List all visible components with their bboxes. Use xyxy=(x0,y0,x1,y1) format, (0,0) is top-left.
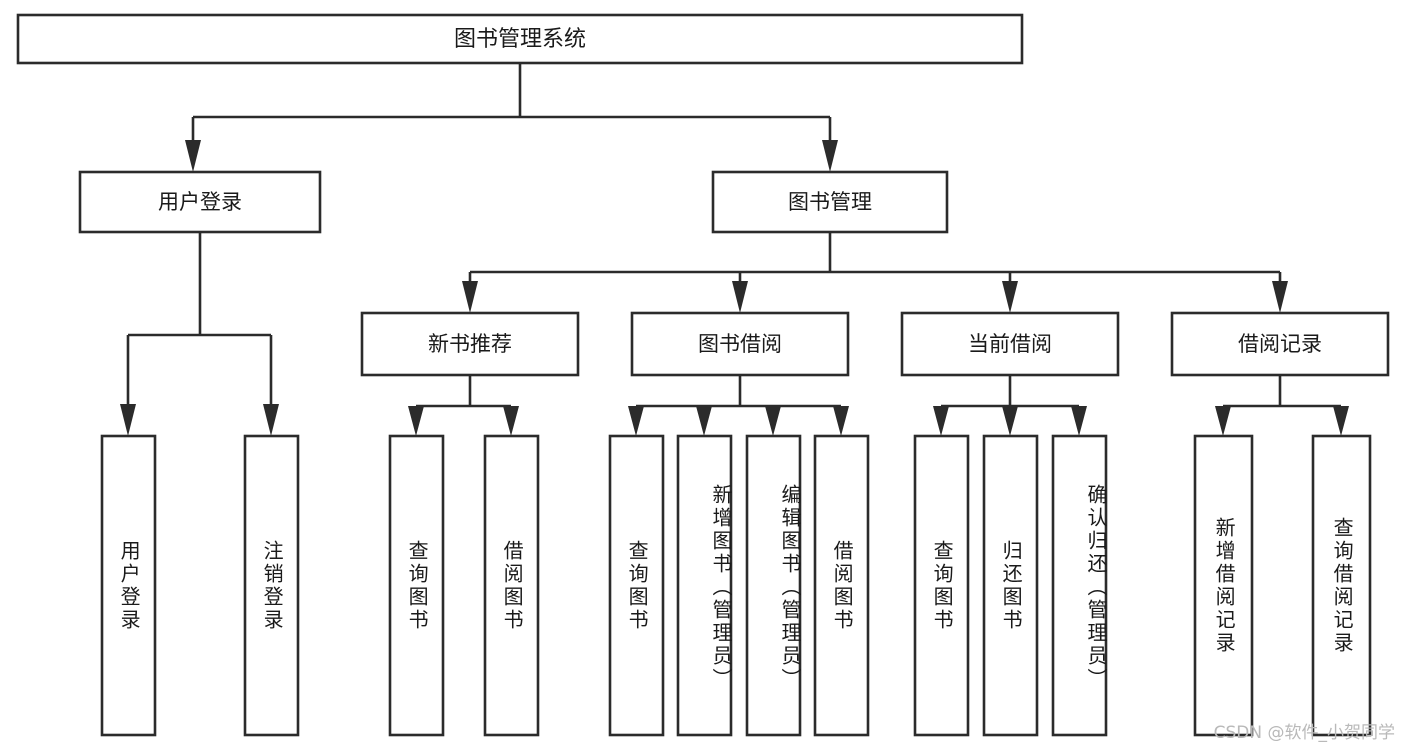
arrow-head-book-borrow xyxy=(732,281,748,313)
arrow-head-leaf-query-book-1 xyxy=(408,406,424,436)
arrow-head-leaf-query-record xyxy=(1333,406,1349,436)
arrow-head-current-borrow xyxy=(1002,281,1018,313)
node-current-borrow-box[interactable] xyxy=(900,311,1120,377)
node-new-book-recommend-box[interactable] xyxy=(360,311,580,377)
watermark-text: CSDN @软件_小贺同学 xyxy=(1213,723,1395,743)
node-user-login-box[interactable] xyxy=(78,170,322,234)
node-book-management-label: 图书管理 xyxy=(788,190,872,214)
node-user-login[interactable]: 用户登录 xyxy=(78,170,322,234)
node-borrow-record-label: 借阅记录 xyxy=(1238,332,1322,356)
node-root-box[interactable] xyxy=(16,13,1024,65)
leaf-boxes-layer xyxy=(100,434,1372,737)
node-book-borrow-box[interactable] xyxy=(630,311,850,377)
node-root[interactable]: 图书管理系统 xyxy=(16,13,1024,65)
arrow-head-borrow-record xyxy=(1272,281,1288,313)
arrow-head-new-book-recommend xyxy=(462,281,478,313)
arrow-head-leaf-add-record xyxy=(1215,406,1231,436)
arrow-head-leaf-query-book-3 xyxy=(933,406,949,436)
node-book-borrow[interactable]: 图书借阅 xyxy=(630,311,850,377)
arrow-head-user-login xyxy=(185,140,201,172)
node-book-borrow-label: 图书借阅 xyxy=(698,332,782,356)
arrow-head-leaf-edit-book xyxy=(765,406,781,436)
node-borrow-record[interactable]: 借阅记录 xyxy=(1170,311,1390,377)
arrow-head-leaf-query-book-2 xyxy=(628,406,644,436)
node-leaf-confirm-return-box[interactable] xyxy=(1051,434,1108,737)
arrow-head-leaf-add-book xyxy=(696,406,712,436)
arrow-head-leaf-user-logout xyxy=(263,404,279,436)
arrow-head-leaf-borrow-book-2 xyxy=(833,406,849,436)
arrow-head-book-management xyxy=(822,140,838,172)
node-root-label: 图书管理系统 xyxy=(454,27,586,52)
arrow-head-leaf-return-book xyxy=(1002,406,1018,436)
node-leaf-borrow-book-1-box[interactable] xyxy=(483,434,540,737)
node-leaf-query-book-2-box[interactable] xyxy=(608,434,665,737)
connectors-layer xyxy=(120,63,1349,436)
node-leaf-query-record-box[interactable] xyxy=(1311,434,1372,737)
node-leaf-user-logout-box[interactable] xyxy=(243,434,300,737)
node-leaf-add-book-box[interactable] xyxy=(676,434,733,737)
arrow-head-leaf-confirm-return xyxy=(1071,406,1087,436)
node-leaf-edit-book-box[interactable] xyxy=(745,434,802,737)
node-book-management-box[interactable] xyxy=(711,170,949,234)
node-current-borrow-label: 当前借阅 xyxy=(968,332,1052,356)
node-current-borrow[interactable]: 当前借阅 xyxy=(900,311,1120,377)
node-leaf-query-book-1-box[interactable] xyxy=(388,434,445,737)
arrow-head-leaf-user-login xyxy=(120,404,136,436)
arrow-head-leaf-borrow-book-1 xyxy=(503,406,519,436)
node-new-book-recommend-label: 新书推荐 xyxy=(428,332,512,356)
node-user-login-label: 用户登录 xyxy=(158,190,242,214)
node-borrow-record-box[interactable] xyxy=(1170,311,1390,377)
node-book-management[interactable]: 图书管理 xyxy=(711,170,949,234)
node-leaf-return-book-box[interactable] xyxy=(982,434,1039,737)
node-leaf-user-login-box[interactable] xyxy=(100,434,157,737)
node-leaf-borrow-book-2-box[interactable] xyxy=(813,434,870,737)
node-leaf-add-record-box[interactable] xyxy=(1193,434,1254,737)
node-new-book-recommend[interactable]: 新书推荐 xyxy=(360,311,580,377)
node-leaf-query-book-3-box[interactable] xyxy=(913,434,970,737)
